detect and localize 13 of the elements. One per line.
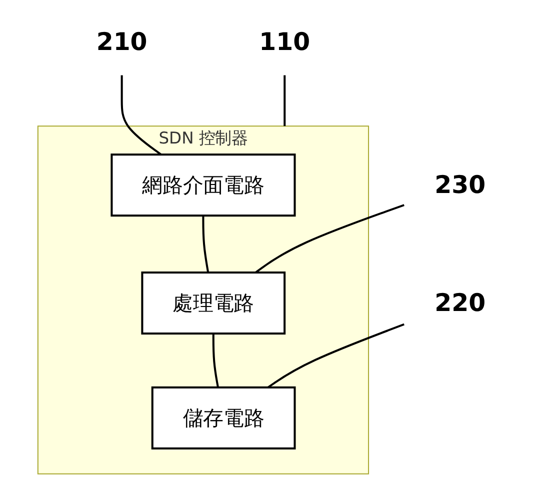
connector: [120, 75, 162, 156]
node-box: 儲存電路: [151, 386, 296, 450]
node-box: 處理電路: [141, 272, 286, 335]
connector: [267, 323, 404, 388]
node-text: 210: [96, 27, 148, 56]
node-text: 110: [259, 27, 310, 56]
connector: [254, 204, 404, 274]
connector: [212, 334, 220, 388]
connector: [284, 75, 286, 126]
node-text: 230: [434, 170, 486, 200]
node-text: 220: [434, 288, 486, 318]
connector: [202, 216, 210, 273]
node-box: 網路介面電路: [110, 154, 296, 217]
